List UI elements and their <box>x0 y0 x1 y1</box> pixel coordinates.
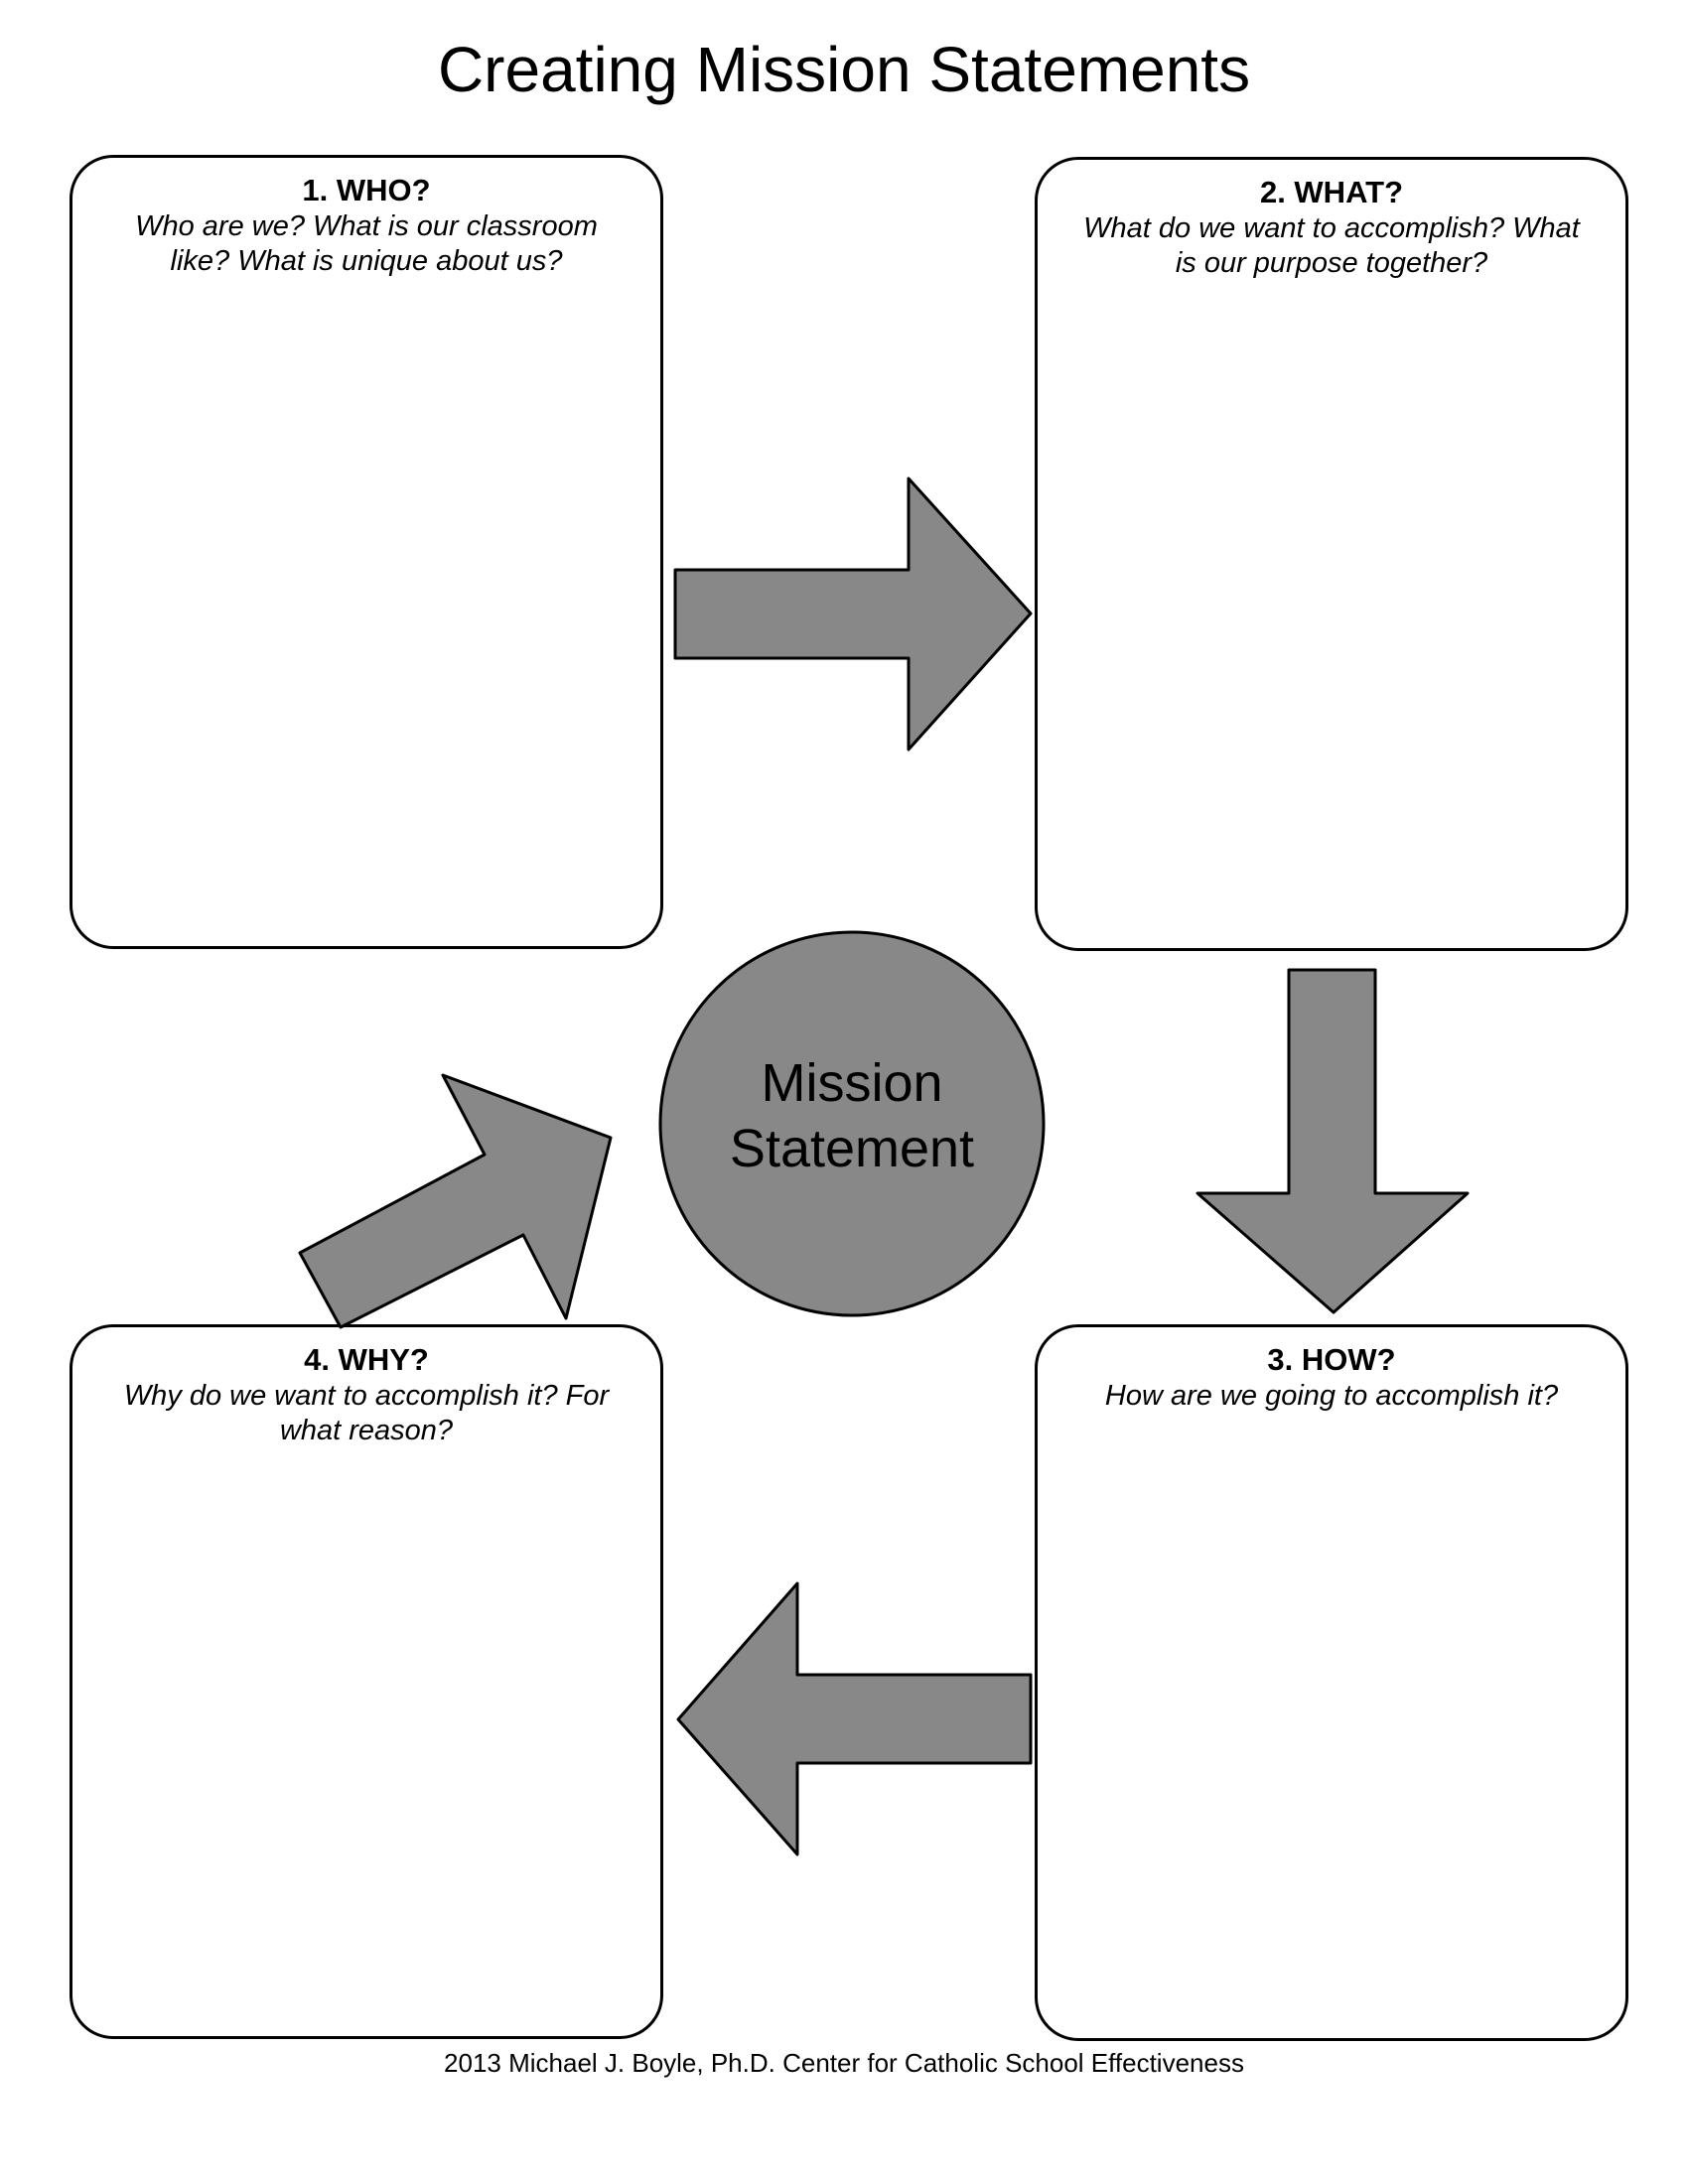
who-box-prompt: Who are we? What is our classroom like? … <box>135 210 598 277</box>
mission-statement-label: Mission Statement <box>658 1050 1046 1181</box>
why-box-title: 4. WHY? <box>304 1342 429 1377</box>
down-arrow <box>1196 968 1470 1314</box>
diagonal-arrow <box>298 1073 613 1329</box>
why-box: 4. WHY? Why do we want to accomplish it?… <box>70 1324 663 2039</box>
what-box-title: 2. WHAT? <box>1259 175 1404 209</box>
mission-statement-circle <box>658 930 1046 1317</box>
what-box-prompt: What do we want to accomplish? What is o… <box>1083 212 1580 279</box>
how-box-prompt: How are we going to accomplish it? <box>1104 1380 1559 1412</box>
how-box-title: 3. HOW? <box>1267 1342 1396 1377</box>
what-box: 2. WHAT? What do we want to accomplish? … <box>1035 157 1628 951</box>
center-label-line1: Mission <box>761 1053 943 1113</box>
center-label-line2: Statement <box>729 1119 975 1178</box>
right-arrow <box>673 477 1033 751</box>
why-box-prompt: Why do we want to accomplish it? For wha… <box>123 1380 610 1446</box>
page-title: Creating Mission Statements <box>437 34 1251 105</box>
who-box: 1. WHO? Who are we? What is our classroo… <box>70 155 663 949</box>
left-arrow <box>676 1581 1033 1856</box>
how-box: 3. HOW? How are we going to accomplish i… <box>1035 1324 1628 2041</box>
footer-credit: 2013 Michael J. Boyle, Ph.D. Center for … <box>444 2048 1244 2078</box>
who-box-title: 1. WHO? <box>302 173 431 207</box>
